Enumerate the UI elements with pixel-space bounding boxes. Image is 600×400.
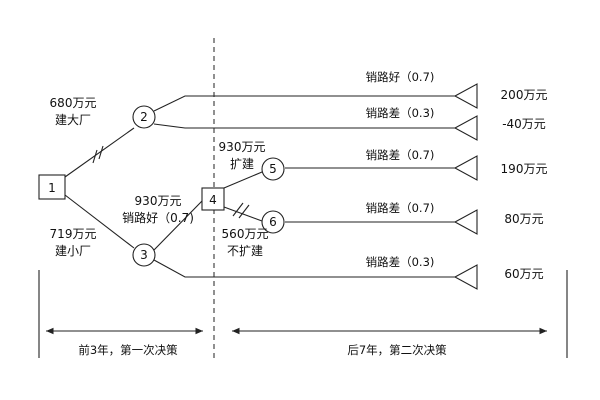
prune-mark — [98, 145, 104, 160]
terminal-triangle — [453, 264, 478, 290]
outcome-branch-label: 销路差（0.7) — [366, 201, 435, 215]
big-plant-name-label: 建大厂 — [55, 113, 91, 127]
terminal-triangle — [453, 83, 478, 109]
chance-node-6-label: 6 — [269, 215, 277, 229]
outcome-branch-label: 销路差（0.3) — [366, 255, 435, 269]
second-period-label: 后7年，第二次决策 — [347, 343, 447, 357]
terminal-triangle — [453, 209, 478, 235]
payoff-label: 190万元 — [501, 162, 548, 176]
payoff-label: 60万元 — [504, 267, 543, 281]
prune-mark — [232, 202, 244, 217]
first-period-label: 前3年，第一次决策 — [78, 343, 178, 357]
edge-3-bad — [153, 259, 455, 278]
prune-mark — [92, 149, 98, 164]
decision-node-4 — [201, 187, 225, 211]
prune-mark — [238, 204, 250, 219]
big-plant-cost-label: 680万元 — [50, 96, 97, 110]
decision-node-1 — [38, 174, 66, 200]
node3-upper-branch-label: 销路好（0.7) — [122, 210, 194, 225]
small-plant-cost-label: 719万元 — [50, 227, 97, 241]
edge-4-6 — [223, 206, 263, 222]
edge-1-3 — [64, 194, 135, 249]
chance-node-6 — [261, 210, 285, 234]
payoff-label: 200万元 — [501, 88, 548, 102]
decision-node-4-label: 4 — [209, 193, 217, 207]
edge-2-good — [153, 95, 455, 112]
edge-4-5 — [223, 171, 263, 189]
edge-2-bad — [153, 123, 455, 129]
payoff-label: 80万元 — [504, 212, 543, 226]
terminal-triangle — [453, 155, 478, 181]
edge-3-4 — [153, 200, 203, 251]
expand-value-label: 930万元 — [219, 140, 266, 154]
chance-node-3 — [132, 243, 156, 267]
small-plant-name-label: 建小厂 — [55, 244, 91, 258]
outcome-branch-label: 销路差（0.7) — [366, 148, 435, 162]
node3-upper-value-label: 930万元 — [135, 194, 182, 208]
chance-node-3-label: 3 — [140, 248, 148, 262]
expand-name-label: 扩建 — [230, 157, 254, 171]
outcome-branch-label: 销路好（0.7) — [366, 70, 435, 84]
outcome-branch-label: 销路差（0.3) — [366, 106, 435, 120]
chance-node-2 — [132, 105, 156, 129]
terminal-triangle — [453, 115, 478, 141]
no-expand-name-label: 不扩建 — [227, 244, 263, 258]
chance-node-5 — [261, 157, 285, 181]
chance-node-5-label: 5 — [269, 162, 277, 176]
payoff-label: -40万元 — [502, 117, 546, 131]
edge-1-2 — [64, 127, 135, 178]
chance-node-2-label: 2 — [140, 110, 148, 124]
no-expand-value-label: 560万元 — [222, 227, 269, 241]
decision-node-1-label: 1 — [48, 181, 56, 195]
